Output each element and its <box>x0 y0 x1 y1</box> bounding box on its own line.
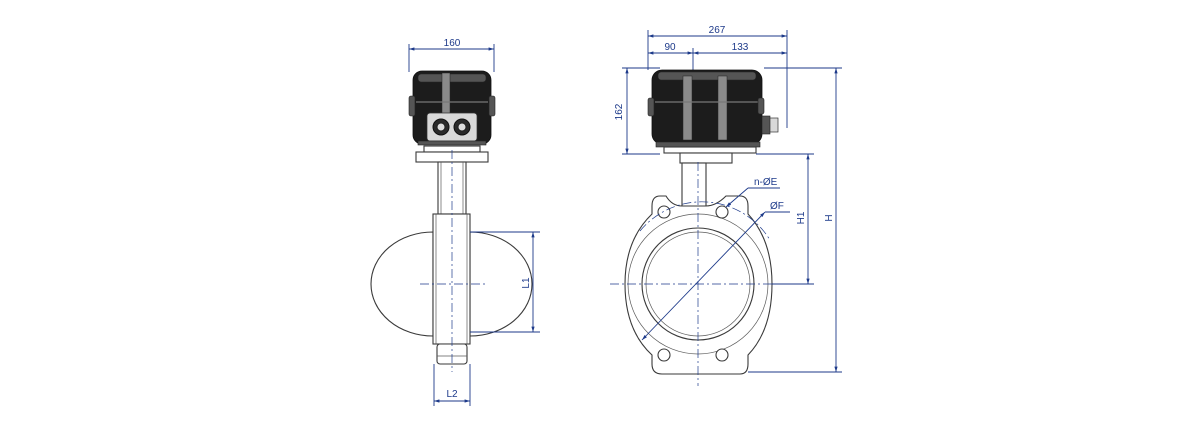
front-actuator <box>647 69 779 148</box>
side-cable-gland <box>761 115 779 135</box>
dim-162: 162 <box>614 67 660 155</box>
dim-L1: L1 <box>470 231 540 333</box>
dim-267-label: 267 <box>709 25 726 36</box>
dim-267: 267 <box>647 25 788 128</box>
front-view: 267 90 133 162 <box>610 25 842 386</box>
dim-H1-label: H1 <box>796 211 807 224</box>
dim-H1: H1 <box>756 153 814 285</box>
dim-H: H <box>748 67 842 373</box>
side-view: 160 <box>370 38 540 406</box>
dim-160: 160 <box>408 38 495 72</box>
dim-160-label: 160 <box>444 38 461 49</box>
dim-L1-label: L1 <box>521 277 532 289</box>
dim-F-label: ØF <box>770 201 784 212</box>
side-actuator <box>408 70 496 146</box>
dim-90-133: 90 133 <box>648 42 787 70</box>
dim-H-label: H <box>824 214 835 221</box>
dim-133-label: 133 <box>732 42 749 53</box>
dim-90-label: 90 <box>664 42 676 53</box>
dim-L2-label: L2 <box>446 389 458 400</box>
dim-nE-label: n-ØE <box>754 177 778 188</box>
dim-162-label: 162 <box>614 103 625 120</box>
dim-F: ØF <box>641 201 790 341</box>
dim-nE: n-ØE <box>725 177 780 208</box>
dim-L2: L2 <box>433 364 471 406</box>
